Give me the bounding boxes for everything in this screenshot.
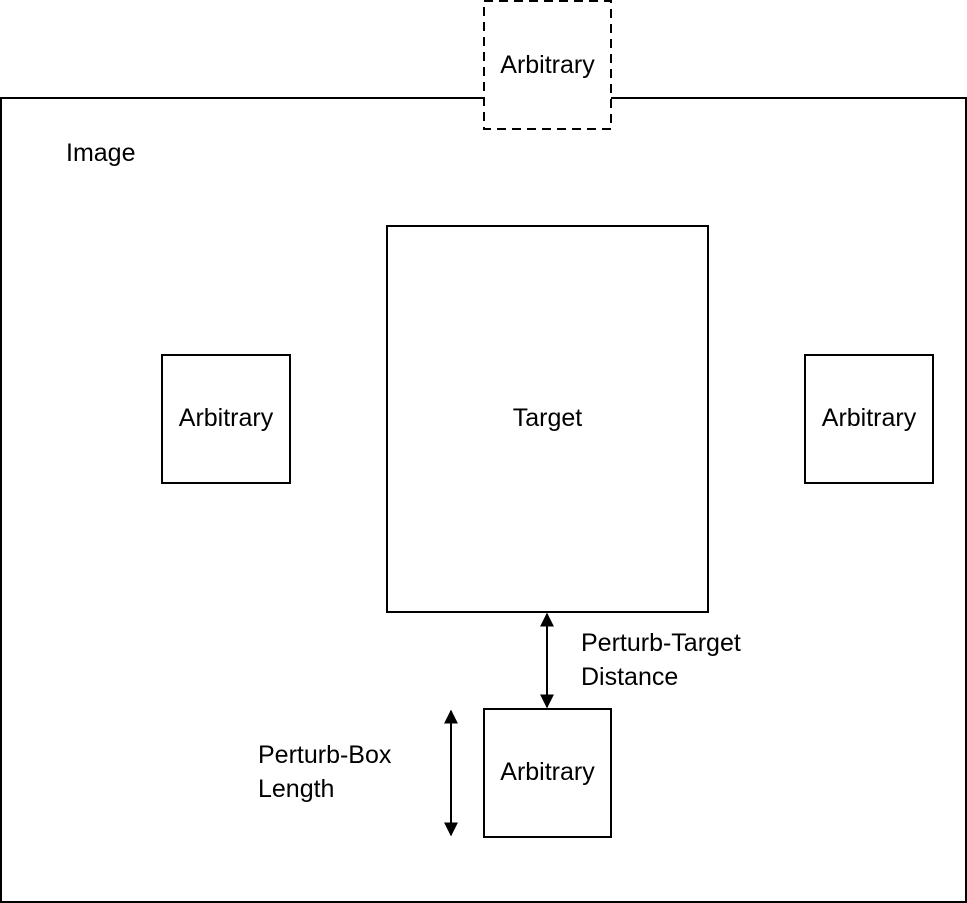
arbitrary-label-top-dashed: Arbitrary bbox=[500, 51, 595, 79]
image-label: Image bbox=[66, 139, 135, 167]
perturb-box-length-line-2: Length bbox=[258, 775, 334, 803]
perturb-box-length-line-1: Perturb-Box bbox=[258, 741, 392, 769]
perturb-box-length-label: Perturb-Box Length bbox=[258, 741, 398, 803]
arbitrary-label-bottom: Arbitrary bbox=[500, 758, 595, 786]
perturb-target-distance-line-2: Distance bbox=[581, 663, 678, 691]
arbitrary-label-left: Arbitrary bbox=[179, 404, 274, 432]
perturb-target-distance-line-1: Perturb-Target bbox=[581, 629, 741, 657]
target-box bbox=[386, 225, 709, 613]
arbitrary-box-left bbox=[161, 354, 291, 484]
image-frame bbox=[0, 97, 967, 903]
arbitrary-box-bottom bbox=[483, 708, 612, 838]
perturb-target-distance-label: Perturb-Target Distance bbox=[581, 629, 748, 691]
target-label: Target bbox=[513, 404, 583, 432]
arbitrary-box-top-dashed bbox=[483, 0, 612, 130]
arbitrary-label-right: Arbitrary bbox=[822, 404, 917, 432]
arbitrary-box-right bbox=[804, 354, 934, 484]
